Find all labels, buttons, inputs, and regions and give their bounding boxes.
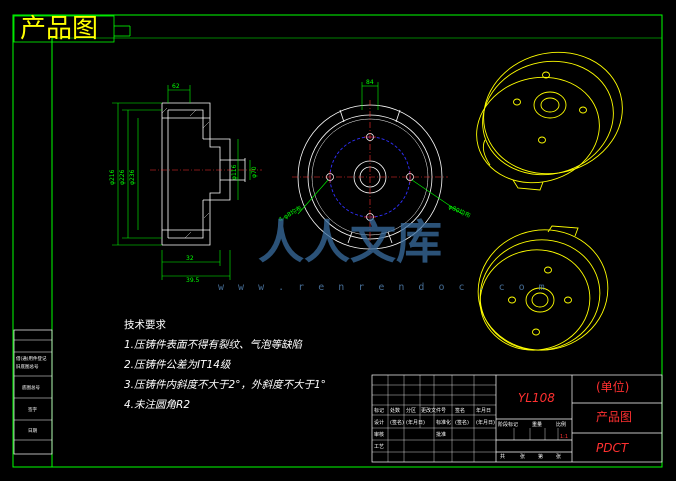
svg-text:处数: 处数 xyxy=(390,407,400,414)
svg-text:第: 第 xyxy=(538,453,543,460)
svg-text:更改文件号: 更改文件号 xyxy=(421,407,446,414)
svg-text:标记: 标记 xyxy=(374,407,384,414)
iso-view-bottom xyxy=(477,225,609,351)
watermark-url: w w w . r e n r e n d o c . c o m xyxy=(218,282,549,293)
iso-view-top xyxy=(476,51,623,191)
watermark-text: 人人文库 xyxy=(258,215,442,269)
svg-text:签名: 签名 xyxy=(455,407,465,414)
title-box xyxy=(13,15,115,43)
svg-text:共: 共 xyxy=(500,453,505,460)
doc-code: PDCT xyxy=(596,441,630,455)
svg-text:张: 张 xyxy=(556,453,561,460)
svg-text:重量: 重量 xyxy=(532,421,542,428)
svg-text:年月日: 年月日 xyxy=(476,407,491,414)
title-block xyxy=(371,374,663,463)
page-title: 产品图 xyxy=(20,14,98,44)
drawing-frame xyxy=(12,14,663,468)
strip-label: 底图总号 xyxy=(22,384,40,391)
tech-req-item: 4.未注圆角R2 xyxy=(124,399,190,411)
left-strip-table: 借(通)用件登记 旧底图总号 底图总号 签字 日期 xyxy=(13,329,53,455)
tech-requirements: 技术要求 1.压铸件表面不得有裂纹、气泡等缺陷 2.压铸件公差为IT14级 3.… xyxy=(124,318,326,411)
svg-text:审核: 审核 xyxy=(374,431,384,438)
strip-label: 借(通)用件登记 xyxy=(16,355,47,362)
dim-label: 62 xyxy=(172,83,180,90)
dim-label: φ80均布 xyxy=(447,203,472,220)
dim-label: φ116 xyxy=(231,164,238,180)
svg-text:分区: 分区 xyxy=(406,407,416,414)
dim-label: 32 xyxy=(186,255,194,262)
svg-text:1:1: 1:1 xyxy=(560,434,568,440)
strip-label: 日期 xyxy=(28,428,37,434)
dim-label: φ216 xyxy=(109,169,116,185)
strip-label: 签字 xyxy=(28,406,37,413)
svg-text:工艺: 工艺 xyxy=(374,444,384,450)
title-block-text: 标记 处数 分区 更改文件号 签名 年月日 设计 (签名) (年月日) 标准化 … xyxy=(374,379,632,460)
section-view: 62 φ216 φ226 φ236 φ116 φ70 32 39.5 xyxy=(109,83,262,284)
dim-label: φ70 xyxy=(251,166,258,178)
tech-req-item: 3.压铸件内斜度不大于2°，外斜度不大于1° xyxy=(124,379,326,391)
svg-text:张: 张 xyxy=(520,453,525,460)
svg-text:(年月日): (年月日) xyxy=(476,419,495,426)
svg-text:标准化: 标准化 xyxy=(436,419,451,426)
strip-label: 旧底图总号 xyxy=(16,363,39,370)
tech-req-heading: 技术要求 xyxy=(124,318,166,331)
svg-text:(年月日): (年月日) xyxy=(406,419,425,426)
dim-label: φ226 xyxy=(119,169,126,185)
tech-req-item: 2.压铸件公差为IT14级 xyxy=(124,359,231,371)
svg-text:批准: 批准 xyxy=(436,431,446,438)
unit-name: (单位) xyxy=(596,379,629,394)
drawing-code: YL108 xyxy=(518,391,555,405)
svg-text:(签名): (签名) xyxy=(390,419,404,426)
watermark: 人人文库 w w w . r e n r e n d o c . c o m xyxy=(218,215,549,293)
drawing-name: 产品图 xyxy=(596,410,632,424)
svg-text:(签名): (签名) xyxy=(455,419,469,426)
svg-text:设计: 设计 xyxy=(374,419,384,426)
dim-label: 39.5 xyxy=(186,277,200,284)
svg-text:阶段标记: 阶段标记 xyxy=(498,421,518,428)
svg-text:比例: 比例 xyxy=(556,421,566,428)
dim-label: φ236 xyxy=(129,169,136,185)
tech-req-item: 1.压铸件表面不得有裂纹、气泡等缺陷 xyxy=(124,339,304,351)
dim-label: 84 xyxy=(366,79,374,86)
